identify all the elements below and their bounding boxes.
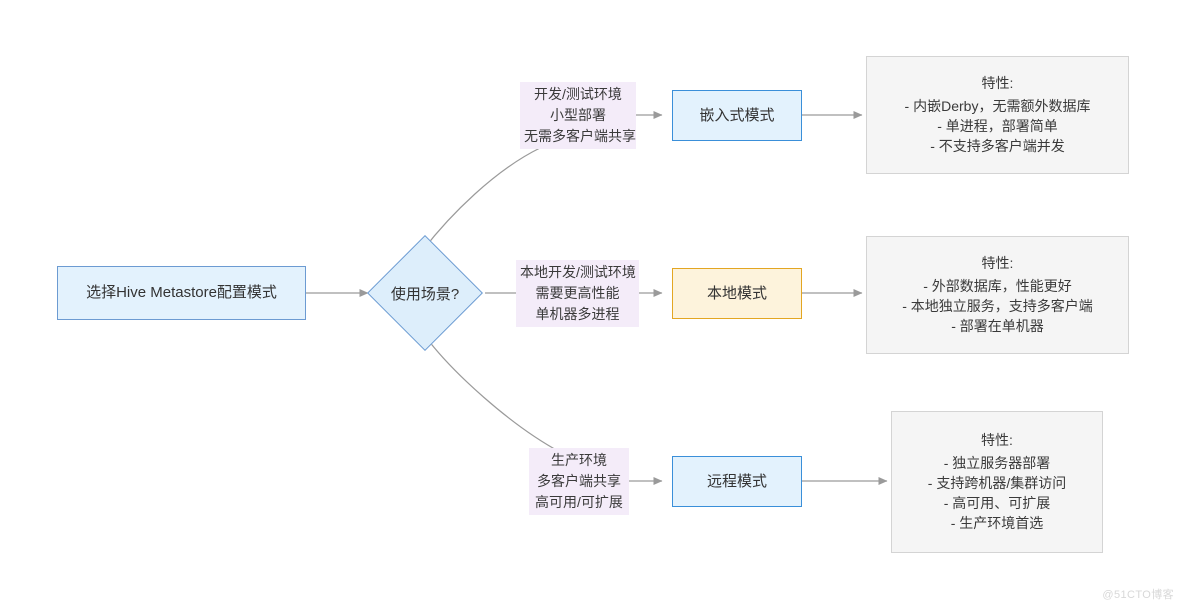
edge-label-to-embedded-line3: 无需多客户端共享 [524,128,636,144]
watermark: @51CTO博客 [1102,589,1174,601]
edge-decision-to-remote-label [424,335,561,453]
node-mode-embedded[interactable]: 嵌入式模式 [672,90,802,141]
edge-label-to-remote: 生产环境 多客户端共享 高可用/可扩展 [529,448,629,515]
edge-label-to-remote-line1: 生产环境 [551,452,607,468]
node-feature-local[interactable]: 特性: - 外部数据库，性能更好 - 本地独立服务，支持多客户端 - 部署在单机… [866,236,1129,354]
node-mode-local[interactable]: 本地模式 [672,268,802,319]
feature-remote-item-3: - 生产环境首选 [950,515,1044,532]
feature-embedded-item-1: - 单进程，部署简单 [937,118,1058,134]
feature-embedded-item-2: - 不支持多客户端并发 [930,138,1065,155]
feature-embedded-item-0: - 内嵌Derby，无需额外数据库 [904,97,1091,114]
node-decision-usage-scenario[interactable]: 使用场景? [367,235,483,351]
node-mode-remote[interactable]: 远程模式 [672,456,802,507]
node-decision-label: 使用场景? [390,285,460,303]
node-mode-remote-label: 远程模式 [706,472,767,490]
edge-label-to-remote-line3: 高可用/可扩展 [535,494,623,510]
node-mode-embedded-label: 嵌入式模式 [699,106,775,124]
edge-label-to-local: 本地开发/测试环境 需要更高性能 单机器多进程 [516,260,639,327]
edge-label-to-embedded-line1: 开发/测试环境 [534,86,622,102]
feature-local-item-1: - 本地独立服务，支持多客户端 [902,298,1093,314]
node-mode-local-label: 本地模式 [706,284,767,302]
edge-label-to-local-line3: 单机器多进程 [535,306,620,322]
node-feature-embedded[interactable]: 特性: - 内嵌Derby，无需额外数据库 - 单进程，部署简单 - 不支持多客… [866,56,1129,174]
node-start-label: 选择Hive Metastore配置模式 [86,284,277,302]
feature-remote-item-1: - 支持跨机器/集群访问 [927,474,1067,491]
node-start-select-mode[interactable]: 选择Hive Metastore配置模式 [57,266,306,320]
feature-remote-item-0: - 独立服务器部署 [943,454,1051,471]
feature-remote-title: 特性: [981,432,1013,449]
edge-label-to-local-line1: 本地开发/测试环境 [520,264,636,280]
node-feature-remote[interactable]: 特性: - 独立服务器部署 - 支持跨机器/集群访问 - 高可用、可扩展 - 生… [891,411,1103,553]
feature-remote-item-2: - 高可用、可扩展 [943,495,1051,512]
edge-label-to-embedded: 开发/测试环境 小型部署 无需多客户端共享 [520,82,636,149]
feature-local-item-0: - 外部数据库，性能更好 [923,277,1072,294]
feature-local-title: 特性: [981,255,1014,272]
feature-embedded-title: 特性: [981,75,1014,92]
edge-decision-to-embedded-label [422,147,541,251]
edge-label-to-embedded-line2: 小型部署 [550,107,606,123]
feature-local-item-2: - 部署在单机器 [951,318,1044,335]
edge-label-to-local-line2: 需要更高性能 [535,285,620,301]
edge-label-to-remote-line2: 多客户端共享 [537,473,621,489]
